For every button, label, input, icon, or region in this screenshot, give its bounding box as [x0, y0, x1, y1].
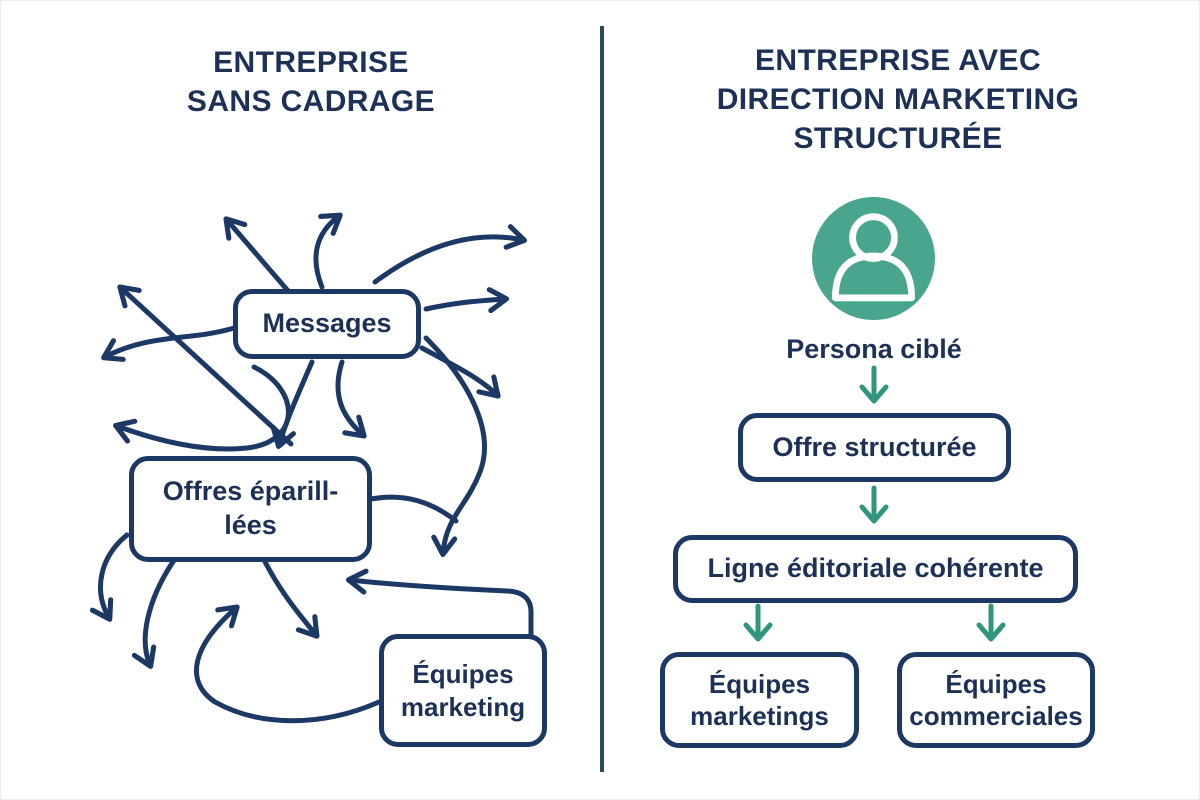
down-arrow-icon	[976, 603, 1006, 642]
offre-structuree-box: Offre structurée	[738, 413, 1011, 482]
ligne-editoriale-label: Ligne éditoriale cohérente	[707, 553, 1044, 584]
equipes-marketing-box: Équipes marketing	[379, 634, 547, 747]
messages-label: Messages	[262, 308, 392, 339]
offres-eparpillees-box: Offres éparill- lées	[129, 456, 372, 562]
offre-structuree-label: Offre structurée	[772, 431, 977, 462]
chaotic-arrows-graphic	[89, 212, 534, 724]
down-arrow-icon	[743, 603, 773, 642]
panel-divider	[600, 26, 604, 772]
ligne-editoriale-box: Ligne éditoriale cohérente	[673, 535, 1078, 603]
persona-label: Persona ciblé	[786, 334, 962, 364]
equipes-commerciales-box: Équipes commerciales	[897, 652, 1095, 748]
down-arrow-icon	[859, 365, 889, 404]
right-panel-title: ENTREPRISE AVEC DIRECTION MARKETING STRU…	[716, 44, 1080, 155]
equipes-commerciales-label: Équipes commerciales	[909, 668, 1083, 732]
down-arrow-icon	[859, 485, 889, 524]
equipes-marketings-box: Équipes marketings	[660, 652, 859, 748]
equipes-marketing-label: Équipes marketing	[400, 659, 526, 722]
equipes-marketings-label: Équipes marketings	[690, 668, 829, 732]
offres-eparpillees-label: Offres éparill- lées	[162, 476, 339, 540]
person-icon	[831, 213, 916, 302]
persona-avatar	[812, 197, 935, 320]
messages-box: Messages	[233, 289, 421, 359]
left-panel-title: ENTREPRISE SANS CADRAGE	[186, 46, 436, 118]
